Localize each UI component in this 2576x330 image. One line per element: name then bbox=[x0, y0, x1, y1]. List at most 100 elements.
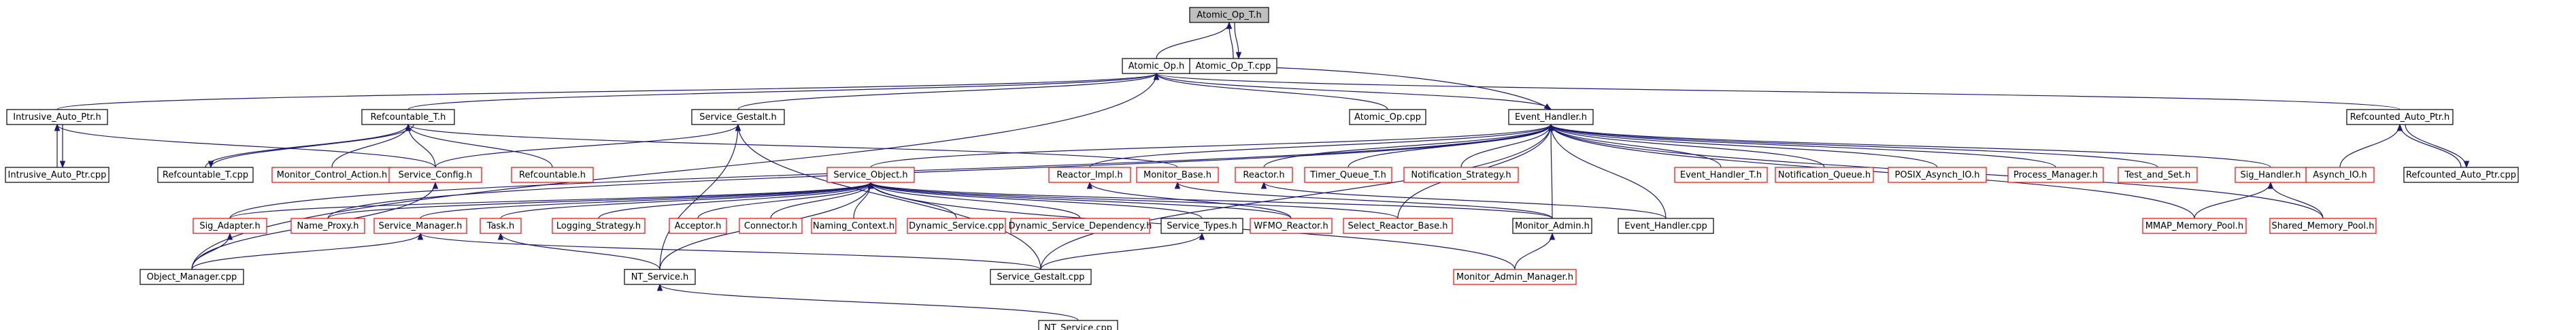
node-label: Service_Types.h bbox=[1167, 221, 1237, 231]
node-service-object-h[interactable]: Service_Object.h bbox=[826, 167, 915, 183]
node-select-reactor-base-h[interactable]: Select_Reactor_Base.h bbox=[1343, 218, 1453, 234]
node-intrusive-auto-ptr-h[interactable]: Intrusive_Auto_Ptr.h bbox=[6, 109, 108, 125]
node-service-types-h[interactable]: Service_Types.h bbox=[1160, 218, 1243, 234]
node-label: Acceptor.h bbox=[675, 221, 722, 231]
node-label: Notification_Queue.h bbox=[1778, 170, 1871, 180]
edge-refcounted_auto_ptr_h-to-refcounted_auto_ptr_cpp bbox=[2405, 124, 2470, 169]
node-label: Monitor_Admin.h bbox=[1515, 221, 1590, 231]
node-shared-memory-pool-h[interactable]: Shared_Memory_Pool.h bbox=[2269, 218, 2377, 234]
edge-acceptor_h-to-service_object_h bbox=[697, 181, 874, 219]
node-atomic-op-t-h[interactable]: Atomic_Op_T.h bbox=[1189, 7, 1269, 23]
node-label: Task.h bbox=[486, 221, 514, 231]
node-box bbox=[2142, 218, 2247, 234]
node-label: Refcountable_T.cpp bbox=[163, 170, 248, 180]
node-mmap-memory-pool-h[interactable]: MMAP_Memory_Pool.h bbox=[2142, 218, 2247, 234]
node-box bbox=[157, 167, 254, 183]
node-monitor-admin-h[interactable]: Monitor_Admin.h bbox=[1512, 218, 1592, 234]
node-dynamic-service-dependency-h[interactable]: Dynamic_Service_Dependency.h bbox=[1009, 218, 1152, 234]
node-refcountable-t-h[interactable]: Refcountable_T.h bbox=[361, 109, 455, 125]
node-service-gestalt-cpp[interactable]: Service_Gestalt.cpp bbox=[990, 269, 1092, 285]
edge-reactor_h-to-event_handler_h bbox=[1263, 123, 1554, 168]
node-box bbox=[1512, 218, 1592, 234]
node-service-manager-h[interactable]: Service_Manager.h bbox=[373, 218, 467, 234]
node-box bbox=[2007, 167, 2104, 183]
node-box bbox=[907, 218, 1006, 234]
edge-nt_service_cpp-to-nt_service_h bbox=[656, 283, 1079, 321]
node-task-h[interactable]: Task.h bbox=[480, 218, 522, 234]
node-label: Dynamic_Service_Dependency.h bbox=[1009, 221, 1152, 231]
node-naming-context-h[interactable]: Naming_Context.h bbox=[811, 218, 897, 234]
node-nt-service-cpp[interactable]: NT_Service.cpp bbox=[1038, 320, 1118, 330]
node-timer-queue-t-h[interactable]: Timer_Queue_T.h bbox=[1304, 167, 1392, 183]
node-refcountable-h[interactable]: Refcountable.h bbox=[511, 167, 594, 183]
node-label: Reactor.h bbox=[1243, 170, 1284, 180]
edge-object_manager_cpp-to-sig_adapter_h bbox=[191, 232, 233, 270]
node-logging-strategy-h[interactable]: Logging_Strategy.h bbox=[552, 218, 646, 234]
node-atomic-op-t-cpp[interactable]: Atomic_Op_T.cpp bbox=[1189, 58, 1277, 74]
edge-refcounted_auto_ptr_h-to-atomic_op_h bbox=[1154, 72, 2401, 110]
node-label: Logging_Strategy.h bbox=[556, 221, 641, 231]
node-box bbox=[1453, 269, 1577, 285]
node-box bbox=[373, 218, 467, 234]
node-label: Service_Gestalt.cpp bbox=[997, 272, 1085, 282]
edge-service_types_h-to-service_object_h bbox=[867, 181, 1203, 219]
edge-service_gestalt_cpp-to-service_manager_h bbox=[418, 232, 1041, 270]
node-sig-handler-h[interactable]: Sig_Handler.h bbox=[2235, 167, 2307, 183]
node-refcountable-t-cpp[interactable]: Refcountable_T.cpp bbox=[157, 167, 254, 183]
edge-service_manager_h-to-service_object_h bbox=[420, 181, 874, 219]
node-label: Reactor_Impl.h bbox=[1056, 170, 1122, 180]
node-dynamic-service-cpp[interactable]: Dynamic_Service.cpp bbox=[907, 218, 1006, 234]
node-service-gestalt-h[interactable]: Service_Gestalt.h bbox=[691, 109, 785, 125]
node-reactor-h[interactable]: Reactor.h bbox=[1235, 167, 1293, 183]
node-box bbox=[290, 218, 365, 234]
node-monitor-admin-manager-h[interactable]: Monitor_Admin_Manager.h bbox=[1453, 269, 1577, 285]
node-label: Atomic_Op_T.cpp bbox=[1196, 61, 1271, 71]
node-refcounted-auto-ptr-h[interactable]: Refcounted_Auto_Ptr.h bbox=[2346, 109, 2454, 125]
node-posix-asynch-io-h[interactable]: POSIX_Asynch_IO.h bbox=[1888, 167, 1987, 183]
edge-reactor_impl_h-to-event_handler_h bbox=[1089, 123, 1554, 168]
node-object-manager-cpp[interactable]: Object_Manager.cpp bbox=[139, 269, 244, 285]
node-reactor-impl-h[interactable]: Reactor_Impl.h bbox=[1048, 167, 1131, 183]
node-process-manager-h[interactable]: Process_Manager.h bbox=[2007, 167, 2104, 183]
node-asynch-io-h[interactable]: Asynch_IO.h bbox=[2305, 167, 2375, 183]
node-box bbox=[1160, 218, 1243, 234]
edge-sig_handler_h-to-event_handler_h bbox=[1548, 123, 2271, 168]
node-event-handler-cpp[interactable]: Event_Handler.cpp bbox=[1618, 218, 1714, 234]
edge-refcountable_h-to-refcountable_t_h bbox=[405, 123, 553, 168]
node-label: Atomic_Op.h bbox=[1128, 61, 1185, 71]
edge-service_gestalt_cpp-to-service_gestalt_h bbox=[735, 123, 1041, 270]
node-monitor-base-h[interactable]: Monitor_Base.h bbox=[1136, 167, 1219, 183]
node-label: Service_Gestalt.h bbox=[699, 112, 777, 122]
edge-monitor_admin_manager_h-to-monitor_admin_h bbox=[1514, 232, 1556, 270]
node-label: Event_Handler_T.h bbox=[1680, 170, 1762, 180]
node-nt-service-h[interactable]: NT_Service.h bbox=[624, 269, 696, 285]
node-label: Test_and_Set.h bbox=[2124, 170, 2191, 180]
node-event-handler-t-h[interactable]: Event_Handler_T.h bbox=[1674, 167, 1768, 183]
node-wfmo-reactor-h[interactable]: WFMO_Reactor.h bbox=[1250, 218, 1333, 234]
node-label: Monitor_Control_Action.h bbox=[277, 170, 388, 180]
node-acceptor-h[interactable]: Acceptor.h bbox=[669, 218, 727, 234]
node-label: Asynch_IO.h bbox=[2313, 170, 2366, 180]
edge-task_h-to-service_object_h bbox=[500, 181, 874, 219]
node-name-proxy-h[interactable]: Name_Proxy.h bbox=[290, 218, 365, 234]
node-box bbox=[388, 167, 482, 183]
edge-mmap_memory_pool_h-to-sig_handler_h bbox=[2194, 181, 2274, 219]
node-notification-queue-h[interactable]: Notification_Queue.h bbox=[1775, 167, 1874, 183]
edge-posix_asynch_io_h-to-event_handler_h bbox=[1548, 123, 1938, 168]
node-atomic-op-cpp[interactable]: Atomic_Op.cpp bbox=[1349, 109, 1426, 125]
node-service-config-h[interactable]: Service_Config.h bbox=[388, 167, 482, 183]
node-monitor-control-action-h[interactable]: Monitor_Control_Action.h bbox=[271, 167, 392, 183]
node-connector-h[interactable]: Connector.h bbox=[739, 218, 803, 234]
edge-event_handler_cpp-to-reactor_h bbox=[1260, 181, 1667, 219]
node-refcounted-auto-ptr-cpp[interactable]: Refcounted_Auto_Ptr.cpp bbox=[2403, 167, 2519, 183]
node-atomic-op-h[interactable]: Atomic_Op.h bbox=[1122, 58, 1191, 74]
node-intrusive-auto-ptr-cpp[interactable]: Intrusive_Auto_Ptr.cpp bbox=[5, 167, 110, 183]
node-event-handler-h[interactable]: Event_Handler.h bbox=[1508, 109, 1594, 125]
node-notification-strategy-h[interactable]: Notification_Strategy.h bbox=[1403, 167, 1519, 183]
node-test-and-set-h[interactable]: Test_and_Set.h bbox=[2118, 167, 2198, 183]
node-box bbox=[1304, 167, 1392, 183]
edge-intrusive_auto_ptr_h-to-atomic_op_h bbox=[56, 72, 1159, 110]
edge-service_config_h-to-service_gestalt_h bbox=[435, 123, 741, 168]
node-sig-adapter-h[interactable]: Sig_Adapter.h bbox=[193, 218, 267, 234]
edge-atomic_op_h-to-atomic_op_t_h bbox=[1156, 21, 1233, 59]
